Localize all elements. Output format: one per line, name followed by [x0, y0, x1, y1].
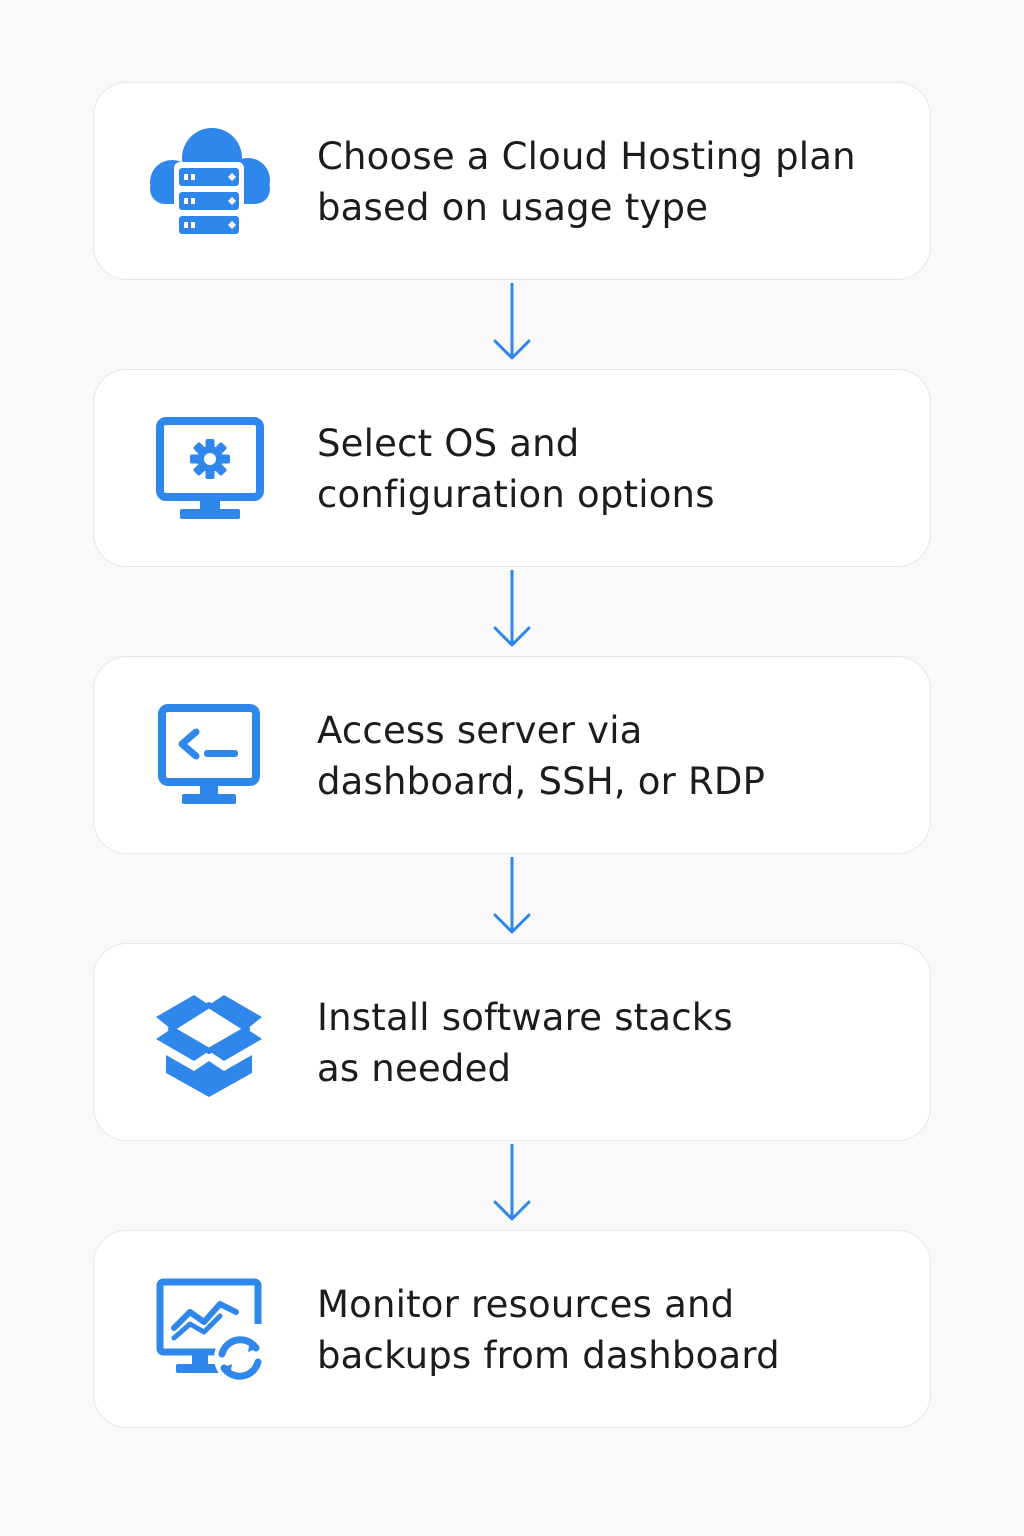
step-text-line: Choose a Cloud Hosting plan — [317, 135, 856, 178]
step-text-line: configuration options — [317, 473, 715, 516]
step-card-choose-plan: Choose a Cloud Hosting plan based on usa… — [93, 82, 931, 280]
step-text-line: Monitor resources and — [317, 1283, 735, 1326]
down-arrow-icon — [487, 855, 537, 937]
down-arrow-icon — [487, 281, 537, 363]
down-arrow-icon — [487, 1142, 537, 1224]
step-card-monitor: Monitor resources and backups from dashb… — [93, 1230, 931, 1428]
step-text-line: backups from dashboard — [317, 1334, 780, 1377]
step-text-line: based on usage type — [317, 186, 709, 229]
step-card-install-software: Install software stacks as needed — [93, 943, 931, 1141]
step-text: Install software stacks as needed — [317, 992, 907, 1094]
step-text: Access server via dashboard, SSH, or RDP — [317, 705, 907, 807]
cloud-server-icon — [144, 120, 274, 244]
terminal-monitor-icon — [144, 694, 274, 818]
step-text-line: dashboard, SSH, or RDP — [317, 760, 766, 803]
step-text: Monitor resources and backups from dashb… — [317, 1279, 907, 1381]
step-text: Select OS and configuration options — [317, 418, 907, 520]
step-text-line: as needed — [317, 1047, 512, 1090]
down-arrow-icon — [487, 568, 537, 650]
step-text-line: Access server via — [317, 709, 643, 752]
step-text-line: Install software stacks — [317, 996, 733, 1039]
step-text-line: Select OS and — [317, 422, 580, 465]
monitor-gear-icon — [144, 407, 274, 531]
step-card-select-os: Select OS and configuration options — [93, 369, 931, 567]
step-text: Choose a Cloud Hosting plan based on usa… — [317, 131, 907, 233]
step-card-access-server: Access server via dashboard, SSH, or RDP — [93, 656, 931, 854]
open-box-icon — [144, 981, 274, 1105]
monitor-chart-sync-icon — [144, 1268, 274, 1392]
